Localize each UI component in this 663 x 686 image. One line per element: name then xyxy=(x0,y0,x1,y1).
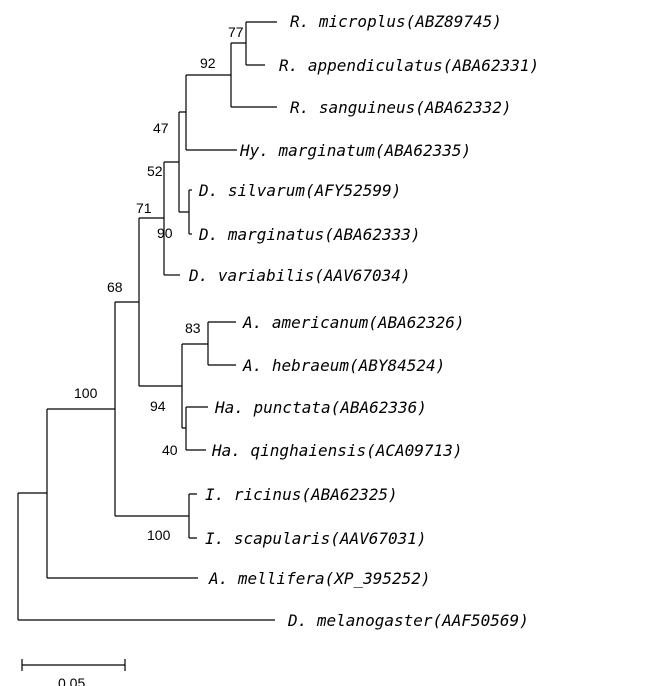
taxon-label: A. mellifera(XP_395252) xyxy=(208,569,431,588)
bootstrap-values: 77 92 47 52 90 71 68 83 94 40 100 100 xyxy=(74,24,244,543)
bootstrap-value: 40 xyxy=(162,442,178,458)
taxon-label: D. marginatus(ABA62333) xyxy=(198,225,421,244)
taxon-label: D. melanogaster(AAF50569) xyxy=(287,611,529,630)
taxon-label: D. silvarum(AFY52599) xyxy=(198,181,401,200)
branch-rhipi-hyalomma-node xyxy=(185,74,231,150)
taxon-label: Ha. punctata(ABA62336) xyxy=(214,398,427,417)
taxon-label: I. ricinus(ABA62325) xyxy=(205,485,398,504)
bootstrap-value: 83 xyxy=(185,320,201,336)
bootstrap-value: 92 xyxy=(200,55,216,71)
bootstrap-value: 77 xyxy=(228,24,244,40)
branch-root-node xyxy=(17,492,275,621)
taxon-label: I. scapularis(AAV67031) xyxy=(205,529,427,548)
taxon-label: R. microplus(ABZ89745) xyxy=(290,12,502,31)
scale-bar: 0.05 xyxy=(21,659,126,686)
taxon-label: R. appendiculatus(ABA62331) xyxy=(279,56,539,75)
tree-branches xyxy=(17,21,277,621)
taxon-label: A. hebraeum(ABY84524) xyxy=(242,356,445,375)
bootstrap-value: 47 xyxy=(153,120,169,136)
scale-bar-label: 0.05 xyxy=(58,675,85,686)
taxon-label: Ha. qinghaiensis(ACA09713) xyxy=(211,441,462,460)
bootstrap-value: 100 xyxy=(147,527,171,543)
branch-amblyomma-node xyxy=(207,321,236,366)
branch-rhipi-hyalomma-dermacentor-node xyxy=(178,111,189,213)
bootstrap-value: 90 xyxy=(157,225,173,241)
branch-metastriata-node xyxy=(138,217,182,387)
branch-ixodes-node xyxy=(188,493,197,539)
taxon-label: A. americanum(ABA62326) xyxy=(242,313,465,332)
bootstrap-value: 100 xyxy=(74,385,98,401)
bootstrap-value: 71 xyxy=(136,200,152,216)
branch-rhipicephalus-node xyxy=(230,42,246,107)
taxon-label: D. variabilis(AAV67034) xyxy=(188,266,411,285)
bootstrap-value: 68 xyxy=(107,279,123,295)
taxon-labels: R. microplus(ABZ89745) R. appendiculatus… xyxy=(188,12,539,630)
bootstrap-value: 52 xyxy=(147,163,163,179)
branch-ingroup-node xyxy=(46,408,198,579)
branch-metastriata-core-node xyxy=(163,161,179,275)
taxon-label: R. sanguineus(ABA62332) xyxy=(290,98,512,117)
taxon-label: Hy. marginatum(ABA62335) xyxy=(239,141,471,160)
bootstrap-value: 94 xyxy=(150,398,166,414)
branch-haemaphysalis-node xyxy=(185,406,208,451)
scale-bar-line xyxy=(21,659,126,671)
